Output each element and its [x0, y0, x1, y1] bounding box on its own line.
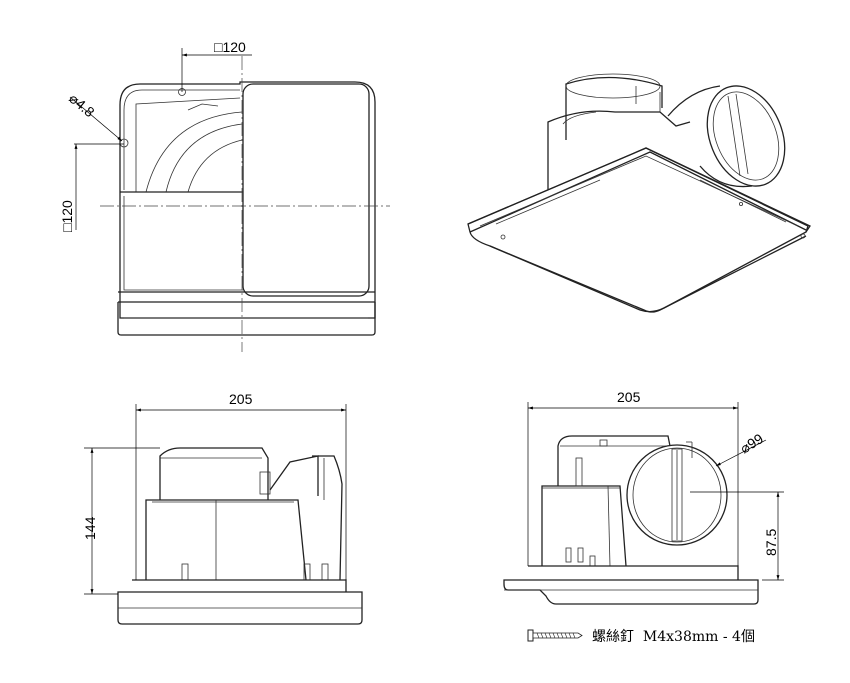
side-cut-dimension: □120: [59, 200, 75, 232]
front-view: 205 ⌀99 87.5: [503, 389, 784, 605]
screw-caption: 螺絲釘 M4x38mm - 4個: [592, 628, 755, 645]
side-height-dimension: 144: [82, 516, 98, 540]
top-cut-dimension: □120: [214, 39, 246, 55]
duct-height-dimension: 87.5: [763, 529, 779, 556]
screw-icon: [527, 629, 583, 642]
top-view: □120 ⌀4.8 □120: [59, 39, 390, 352]
side-view: 205 144: [82, 391, 363, 625]
isometric-view: [467, 73, 811, 313]
front-width-dimension: 205: [617, 389, 641, 405]
hole-diameter-dimension: ⌀4.8: [66, 90, 98, 120]
accessory-note: 螺絲釘 M4x38mm - 4個: [527, 628, 755, 645]
side-width-dimension: 205: [229, 391, 253, 407]
